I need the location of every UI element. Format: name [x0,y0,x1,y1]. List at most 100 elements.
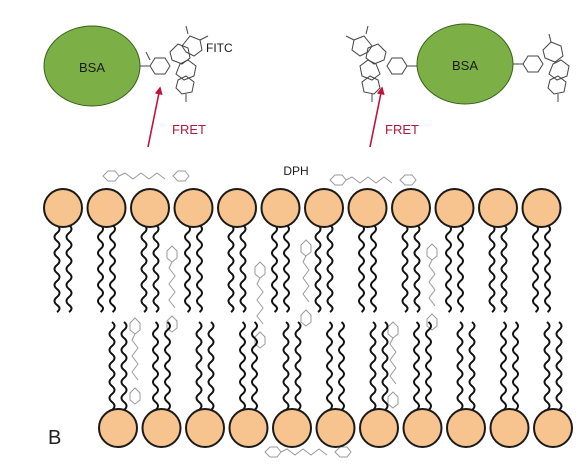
lipid-tail [271,224,278,313]
lower-lipid [489,321,530,448]
lipid-tail [65,224,73,313]
lipid-tail [555,321,563,413]
polyene-chain [168,261,176,309]
lipid-tail [282,321,290,413]
dph-probe-surface-right [329,174,417,186]
dph-probe-embedded [129,317,141,405]
fitc-label: FITC [206,41,233,55]
phenyl-ring [102,170,120,182]
dph-probe-embedded [300,239,312,327]
lipid-tail [370,224,377,313]
lipid-tail [544,224,551,313]
upper-lipid [521,188,562,313]
phenyl-ring [426,313,438,331]
lower-lipid [533,321,573,448]
lipid-head [434,188,475,228]
polyene-chain [280,448,328,456]
lipid-head [391,188,431,228]
lower-lipid [141,321,182,448]
phenyl-ring [387,321,399,339]
dph-probe-embedded [426,243,438,331]
polyene-chain [256,277,264,325]
lipid-tail [239,321,246,413]
lipid-tail [184,224,191,313]
lower-lipid [185,321,225,448]
phenyl-ring [254,331,266,349]
lower-lipid [228,321,269,448]
lower-lipid [446,321,486,448]
lipid-head [359,408,399,448]
lipid-head [272,408,312,448]
lipid-head [228,408,269,448]
phenyl-ring [300,239,312,257]
lipid-head [43,188,83,228]
upper-lipid [130,188,170,313]
lipid-tail [445,224,452,313]
lipid-tail [326,321,333,413]
dph-probes [102,170,438,458]
phenyl-ring [172,170,190,182]
phenyl-ring [254,261,266,279]
lower-lipid [315,321,356,448]
lipid-tail [283,224,290,313]
phenyl-ring [166,315,178,333]
lipid-head [185,408,225,448]
dph-probe-embedded [387,321,399,409]
lipid-tail [468,321,476,413]
lipid-tail [314,224,322,313]
upper-lipid [434,188,475,313]
lipid-tail [152,321,159,413]
upper-lipid [260,188,301,313]
phenyl-ring [129,387,141,405]
phenyl-ring [399,174,417,186]
upper-lipid [86,188,127,313]
bsa-label-left: BSA [79,60,105,75]
lipid-head [130,188,170,228]
lipid-tail [207,321,215,413]
lower-lipid [98,321,138,448]
fret-label-left: FRET [172,122,206,137]
dph-probe-surface-left [102,170,190,182]
lipid-head [521,188,562,228]
lipid-head [402,408,443,448]
phenyl-ring [426,243,438,261]
lipid-head [446,408,486,448]
lipid-tail [413,224,421,313]
lipid-tail [456,321,464,413]
dph-probe-embedded [254,261,266,349]
polyene-chain [389,337,397,385]
lipid-tail [326,224,334,313]
lipid-tail [500,321,507,413]
lipid-tail [164,321,171,413]
polyene-chain [428,259,436,307]
fret-label-right: FRET [385,122,419,137]
polyene-chain [302,255,310,303]
lipid-tail [109,224,116,313]
lipid-tail [381,321,389,413]
lipid-tail [195,321,203,413]
lower-lipid [402,321,443,448]
lipid-head [478,188,518,228]
lipid-tail [500,224,508,313]
lipid-tail [97,224,104,313]
lipid-tail [457,224,464,313]
panel-label: B [48,427,61,449]
lipid-tail [338,321,345,413]
lipid-tail [239,224,247,313]
lipid-tail [543,321,551,413]
lipid-head [489,408,530,448]
lipid-tail [152,224,160,313]
lipid-head [98,408,138,448]
lipid-tail [294,321,302,413]
phenyl-ring [166,245,178,263]
fret-arrow-left [147,86,163,148]
lipid-tail [425,321,432,413]
dph-probe-surface-bottom [264,446,352,458]
lower-lipid [272,321,312,448]
dph-label: DPH [283,164,308,178]
protein-probe-group: BSA BSA FITC [43,23,570,178]
phenyl-ring [300,309,312,327]
lipid-tail [196,224,203,313]
lipid-head [86,188,127,228]
